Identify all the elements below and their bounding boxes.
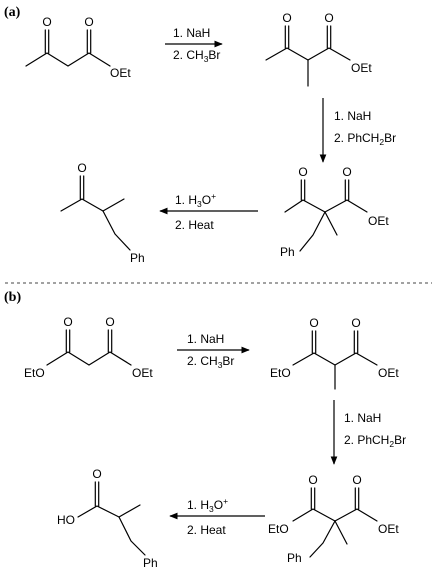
atom-o-ketone: O [298,165,307,179]
arrow-b2: 1. NaH 2. PhCH2Br [330,400,406,465]
atom-ph: Ph [130,251,145,265]
atom-o-ester: O [63,315,72,329]
atom-o-ester: O [324,11,333,25]
atom-ph: Ph [280,245,295,259]
atom-o-ketone: O [42,15,51,29]
atom-oet: OEt [378,366,399,380]
atom-ph: Ph [287,551,302,565]
reagent-a2-2: 2. PhCH2Br [334,131,396,147]
reagent-a1-2: 2. CH3Br [173,48,220,64]
atom-oet: OEt [110,66,131,80]
dialkyl-malonate: O O EtO OEt Ph [268,473,399,565]
atom-eto: EtO [24,366,45,380]
atom-o-ester: O [342,165,351,179]
methyl-acetoacetate: O O OEt [265,11,372,87]
methyl-malonate: O O EtO OEt [270,316,399,390]
reagent-a2-1: 1. NaH [334,109,371,123]
reagent-a3-1: 1. H3O+ [175,191,216,209]
panel-b-label: (b) [4,290,21,305]
atom-o-ester: O [351,316,360,330]
reagent-b2-1: 1. NaH [344,411,381,425]
atom-o-ester: O [352,473,361,487]
reagent-a1-1: 1. NaH [173,26,210,40]
arrow-b1: 1. NaH 2. CH3Br [177,332,250,370]
reagent-b1-1: 1. NaH [187,332,224,346]
dialkyl-acetoacetate: O O OEt Ph [280,165,389,259]
atom-oet: OEt [132,366,153,380]
atom-oet: OEt [368,214,389,228]
atom-o-ketone: O [282,11,291,25]
panel-a-label: (a) [4,5,21,20]
reagent-b1-2: 2. CH3Br [187,354,234,370]
atom-o-ester: O [84,15,93,29]
atom-ho: HO [57,513,75,527]
ethyl-acetoacetate: O O OEt [25,15,131,80]
atom-o-ester: O [308,473,317,487]
arrow-a3: 1. H3O+ 2. Heat [159,191,258,232]
ketone-product: O Ph [60,161,145,265]
arrow-a1: 1. NaH 2. CH3Br [165,26,223,64]
arrow-b3: 1. H3O+ 2. Heat [169,496,265,537]
reagent-b2-2: 2. PhCH2Br [344,433,406,449]
atom-oet: OEt [378,522,399,536]
atom-o-ester: O [309,316,318,330]
arrow-a2: 1. NaH 2. PhCH2Br [319,98,396,163]
reagent-a3-2: 2. Heat [175,218,214,232]
acid-product: O HO Ph [57,467,158,570]
reagent-b3-1: 1. H3O+ [187,496,228,514]
atom-oet: OEt [351,61,372,75]
atom-eto: EtO [268,522,289,536]
atom-o-acid: O [92,467,101,481]
atom-o-ester: O [105,315,114,329]
reagent-b3-2: 2. Heat [187,523,226,537]
atom-ph: Ph [143,556,158,570]
diethyl-malonate: O O EtO OEt [24,315,153,380]
atom-eto: EtO [270,366,291,380]
atom-o-ketone: O [77,161,86,175]
